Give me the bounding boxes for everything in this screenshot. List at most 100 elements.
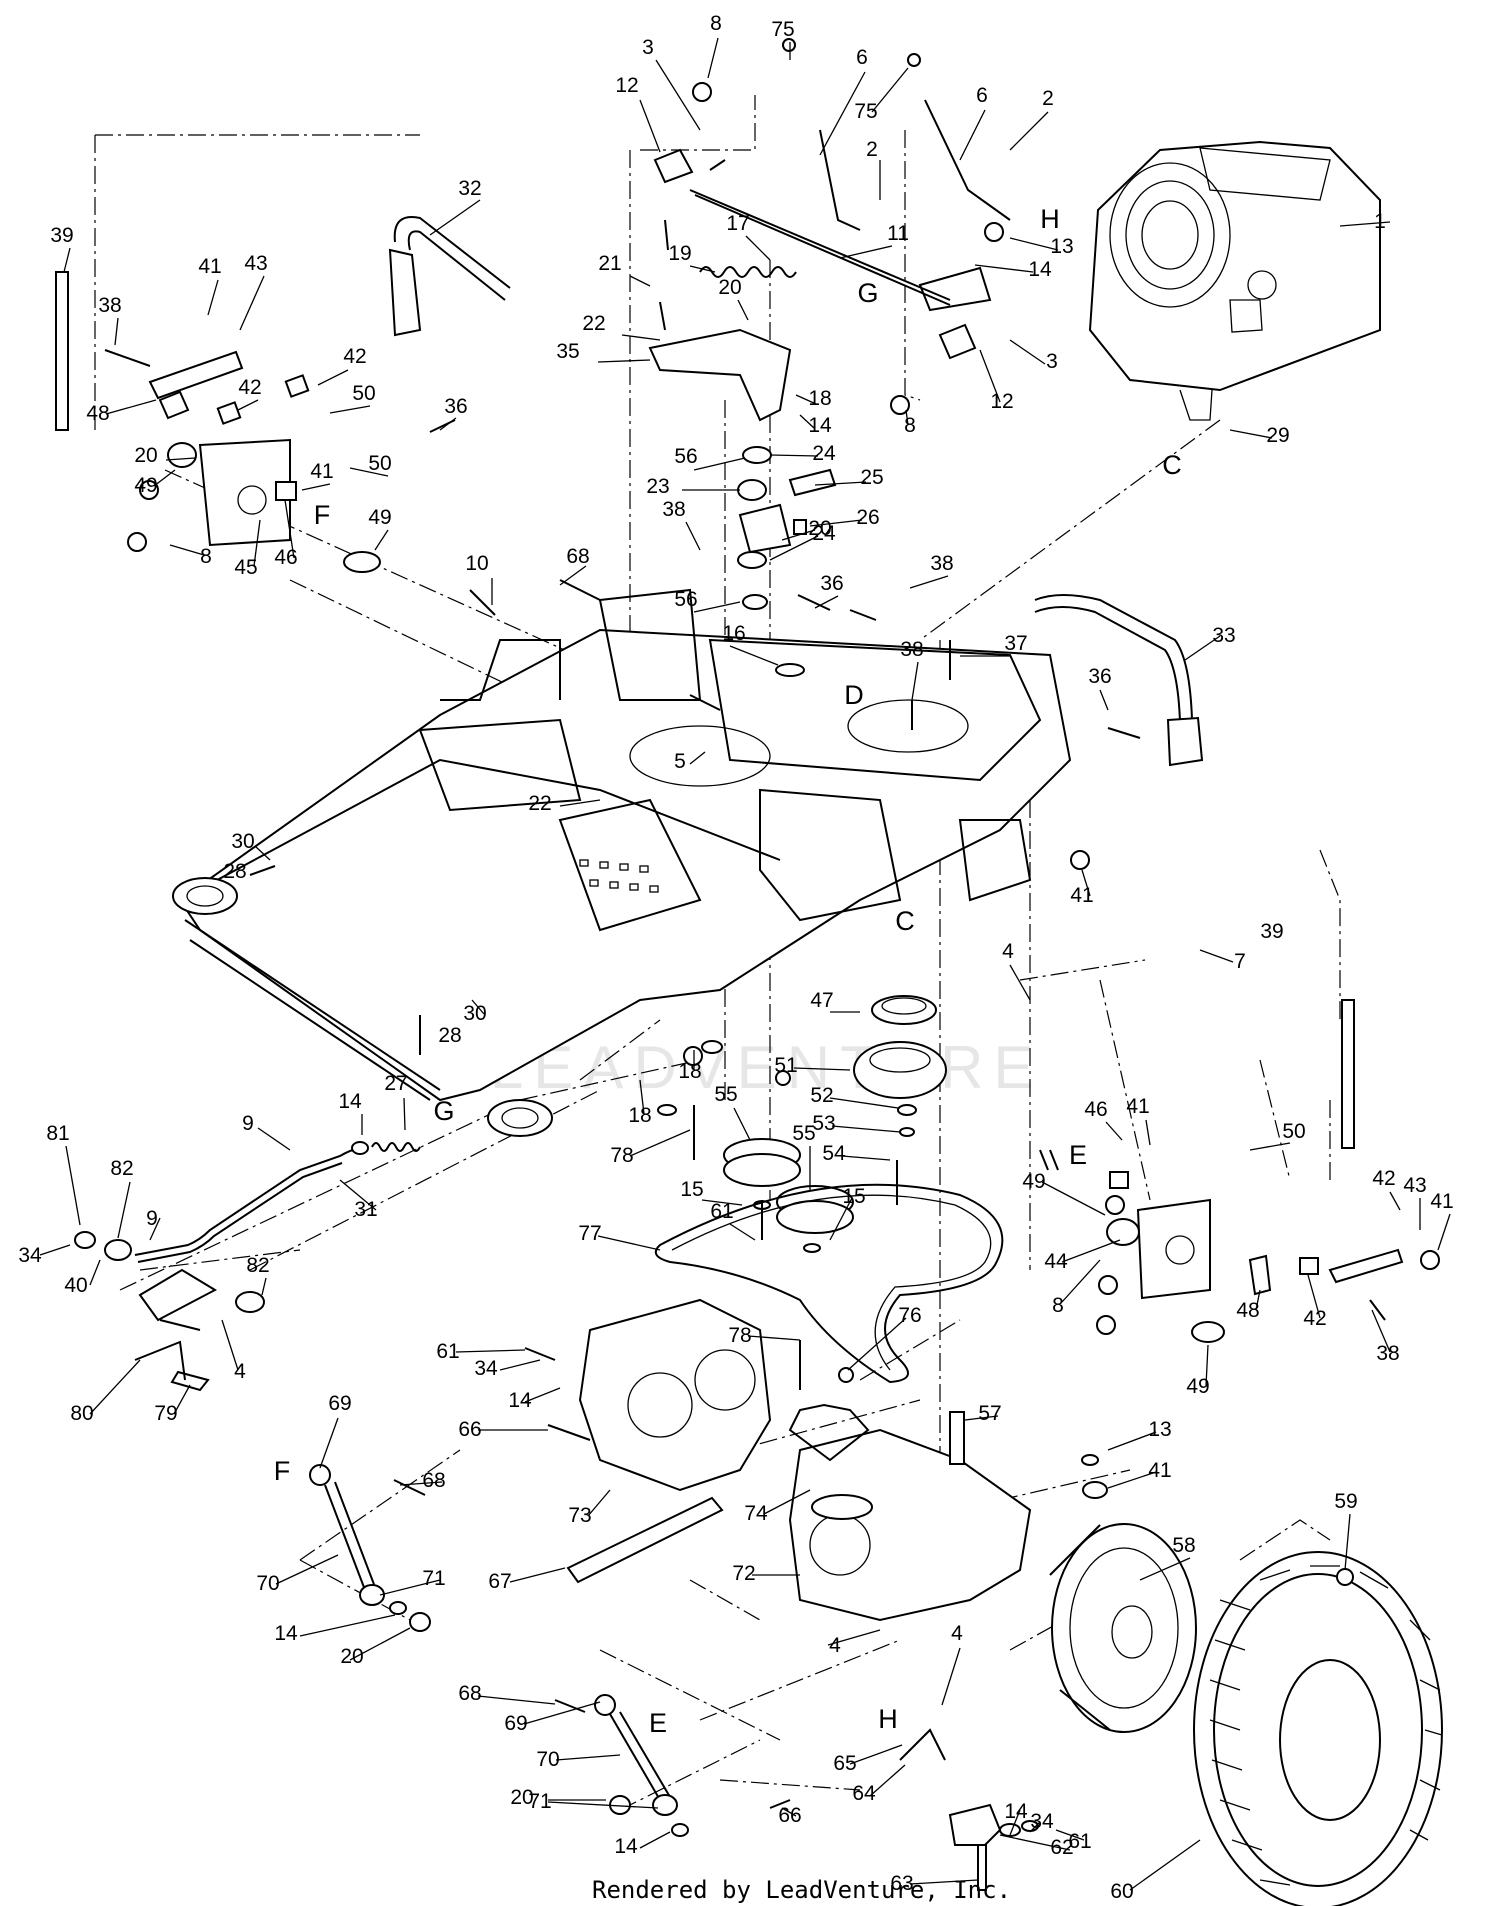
part-callout: 11 [887, 222, 909, 245]
hardware-bolts [104, 38, 1440, 1809]
part-callout: 78 [728, 1324, 751, 1347]
part-callout: 71 [422, 1567, 445, 1590]
part-callout: 68 [566, 545, 589, 568]
part-callout: 49 [1022, 1170, 1045, 1193]
part-callout: 38 [900, 638, 923, 661]
part-callout: 49 [1186, 1375, 1209, 1398]
lower-brackets [899, 1454, 1108, 1891]
part-callout: 7 [1234, 950, 1246, 973]
right-linkage [1106, 999, 1404, 1343]
part-callout: 35 [556, 340, 579, 363]
idler-assembly [648, 266, 837, 677]
engine [1088, 140, 1381, 421]
part-callout: 41 [1430, 1190, 1453, 1213]
part-callout: 56 [674, 445, 697, 468]
part-callout: 4 [1002, 940, 1014, 963]
part-callout: 4 [951, 1622, 963, 1645]
part-callout: 82 [110, 1157, 133, 1180]
part-callout: 30 [463, 1002, 486, 1025]
part-callout: 36 [820, 572, 843, 595]
part-callout: 72 [732, 1562, 755, 1585]
part-callout: 34 [18, 1244, 42, 1267]
part-callout: 61 [710, 1200, 733, 1223]
part-callout: 55 [792, 1122, 815, 1145]
part-callout: 56 [674, 588, 697, 611]
part-callout: 13 [1148, 1418, 1171, 1441]
part-callout: 46 [1084, 1098, 1107, 1121]
connection-letter: D [844, 680, 864, 710]
part-callout: 71 [528, 1790, 551, 1813]
part-callout: 25 [860, 466, 883, 489]
part-callout: 14 [1028, 258, 1052, 281]
connection-letter: E [1069, 1140, 1087, 1170]
part-callout: 8 [904, 414, 916, 437]
connection-letter: F [314, 500, 331, 530]
part-callout: 18 [808, 387, 831, 410]
part-callout: 23 [646, 475, 669, 498]
connection-letter: F [274, 1456, 291, 1486]
part-callout: 81 [46, 1122, 69, 1145]
part-callout: 46 [274, 546, 297, 569]
part-callout: 54 [822, 1142, 846, 1165]
connection-letter: C [895, 906, 915, 936]
part-callout: 76 [898, 1304, 921, 1327]
part-callout: 24 [812, 442, 836, 465]
part-callout: 61 [436, 1340, 459, 1363]
part-callout: 18 [678, 1060, 701, 1083]
part-callout: 50 [368, 452, 391, 475]
part-callout: 32 [458, 177, 481, 200]
part-callout: 14 [274, 1622, 298, 1645]
part-callout: 34 [474, 1357, 498, 1380]
part-callout: 42 [343, 345, 366, 368]
part-callout: 41 [1126, 1095, 1149, 1118]
part-callout: 57 [978, 1402, 1001, 1425]
part-callout: 38 [662, 498, 685, 521]
connection-letter: H [878, 1704, 898, 1734]
part-callout: 62 [1050, 1836, 1073, 1859]
part-callout: 13 [1050, 235, 1073, 258]
part-callout: 48 [1236, 1299, 1259, 1322]
part-callout: 3 [642, 36, 654, 59]
part-callout: 77 [578, 1222, 601, 1245]
part-callout: 22 [582, 312, 605, 335]
part-callout: 6 [856, 46, 868, 69]
part-callout: 22 [528, 792, 551, 815]
part-callout: 40 [64, 1274, 87, 1297]
part-callout: 50 [1282, 1120, 1305, 1143]
part-callout: 37 [1004, 632, 1027, 655]
part-callout: 18 [628, 1104, 651, 1127]
part-callout: 73 [568, 1504, 591, 1527]
part-callout: 8 [200, 545, 212, 568]
wheel-tire [1049, 1523, 1443, 1906]
part-callout: 70 [256, 1572, 279, 1595]
clutch-pulleys [657, 995, 947, 1253]
part-callout: 39 [50, 224, 73, 247]
part-callout: 28 [223, 860, 246, 883]
part-callout: 66 [458, 1418, 481, 1441]
part-callout: 5 [674, 750, 686, 773]
part-callout: 52 [810, 1084, 833, 1107]
part-callout: 14 [1004, 1800, 1028, 1823]
transaxles [566, 1298, 1032, 1622]
part-callout: 17 [726, 212, 749, 235]
part-callout: 41 [1070, 884, 1093, 907]
part-callout: 38 [930, 552, 953, 575]
part-callout: 75 [854, 100, 877, 123]
part-callout: 64 [852, 1782, 876, 1805]
part-callout: 68 [458, 1682, 481, 1705]
steering-handles [388, 216, 1204, 767]
part-callout: 34 [1030, 1810, 1054, 1833]
part-callout: 20 [510, 1786, 533, 1809]
part-callout: 8 [710, 12, 722, 35]
part-callout: 36 [1088, 665, 1111, 688]
leader-lines [39, 37, 1451, 1891]
part-callout: 9 [242, 1112, 254, 1135]
connection-letter: H [1040, 204, 1060, 234]
left-linkage [55, 271, 381, 573]
part-callout: 66 [778, 1804, 801, 1827]
part-callout: 80 [70, 1402, 93, 1425]
part-callout: 9 [146, 1207, 158, 1230]
part-callout: 1 [1374, 210, 1386, 233]
